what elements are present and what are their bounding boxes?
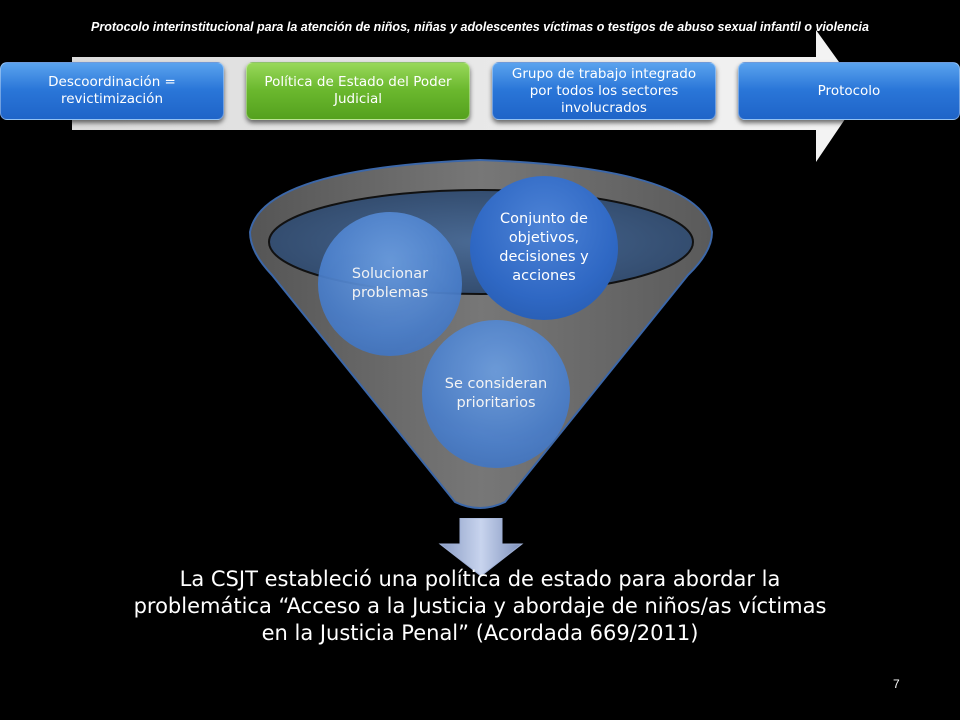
bubble-se-consideran-prioritarios: Se consideran prioritarios <box>422 320 570 468</box>
step-protocolo: Protocolo <box>738 62 960 120</box>
step-politica-de-estado: Política de Estado del Poder Judicial <box>246 62 470 120</box>
bubble-solucionar-problemas: Solucionar problemas <box>318 212 462 356</box>
result-statement: La CSJT estableció una política de estad… <box>133 567 827 645</box>
slide-header: Protocolo interinstitucional para la ate… <box>91 20 869 34</box>
page-number: 7 <box>893 677 900 691</box>
step-descoordinacion: Descoordinación = revictimización <box>0 62 224 120</box>
step-grupo-de-trabajo: Grupo de trabajo integrado por todos los… <box>492 62 716 120</box>
down-arrow-icon <box>438 518 524 577</box>
bubble-conjunto-de-objetivos: Conjunto de objetivos, decisiones y acci… <box>470 176 618 320</box>
